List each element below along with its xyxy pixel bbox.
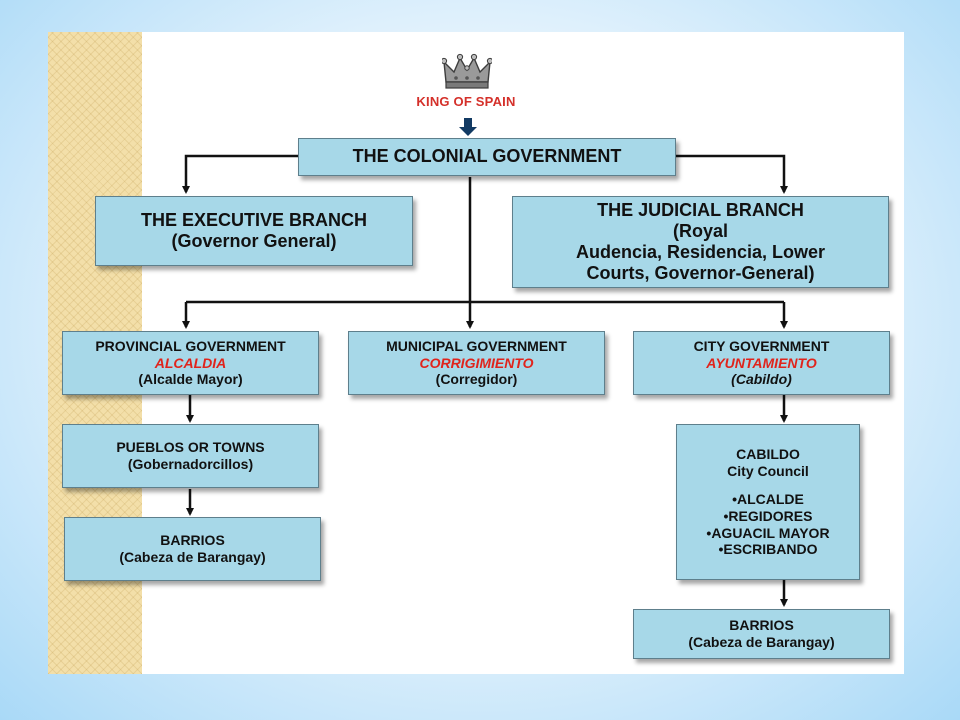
barrios-right-title: BARRIOS [729,617,794,634]
provincial-name: ALCALDIA [154,354,227,371]
executive-branch-title: THE EXECUTIVE BRANCH [140,209,368,230]
municipal-title: MUNICIPAL GOVERNMENT [386,338,567,355]
colonial-government-title: THE COLONIAL GOVERNMENT [352,146,622,167]
judicial-branch-line3: Courts, Governor-General) [586,263,815,284]
cabildo-item: •ESCRIBANDO [718,541,818,558]
provincial-sub: (Alcalde Mayor) [138,371,243,388]
barrios-left-title: BARRIOS [160,532,225,549]
barrios-left-box: BARRIOS (Cabeza de Barangay) [64,517,321,581]
city-sub: (Cabildo) [731,371,792,388]
executive-branch-sub: (Governor General) [171,231,337,251]
city-government-box: CITY GOVERNMENT AYUNTAMIENTO (Cabildo) [633,331,890,395]
cabildo-box: CABILDO City Council •ALCALDE •REGIDORES… [676,424,860,580]
city-name: AYUNTAMIENTO [706,354,817,371]
pueblos-box: PUEBLOS OR TOWNS (Gobernadorcillos) [62,424,319,488]
cabildo-item: •REGIDORES [723,508,813,524]
slide: KING OF SPAIN THE COLONIAL GOVERNMENT TH… [48,32,904,674]
barrios-right-sub: (Cabeza de Barangay) [688,634,835,650]
judicial-branch-line2: Audencia, Residencia, Lower [575,242,826,262]
barrios-right-box: BARRIOS (Cabeza de Barangay) [633,609,890,659]
municipal-government-box: MUNICIPAL GOVERNMENT CORRIGIMIENTO (Corr… [348,331,605,395]
cabildo-item: •ALCALDE [732,491,804,508]
cabildo-item: •AGUACIL MAYOR [706,524,830,541]
king-of-spain-label: KING OF SPAIN [416,94,516,109]
judicial-branch-box: THE JUDICIAL BRANCH (Royal Audencia, Res… [512,196,889,288]
municipal-name: CORRIGIMIENTO [419,354,534,371]
crown-icon [442,53,492,89]
judicial-branch-title: THE JUDICIAL BRANCH [597,199,804,220]
provincial-government-box: PROVINCIAL GOVERNMENT ALCALDIA (Alcalde … [62,331,319,395]
provincial-title: PROVINCIAL GOVERNMENT [95,338,286,355]
cabildo-sub: City Council [727,462,809,479]
pueblos-sub: (Gobernadorcillos) [127,456,254,472]
king-arrow [459,118,477,136]
barrios-left-sub: (Cabeza de Barangay) [119,549,266,565]
executive-branch-box: THE EXECUTIVE BRANCH (Governor General) [95,196,413,266]
connector-lines [182,118,788,607]
cabildo-title: CABILDO [736,446,800,463]
pueblos-title: PUEBLOS OR TOWNS [116,439,265,456]
colonial-government-box: THE COLONIAL GOVERNMENT [298,138,676,176]
city-title: CITY GOVERNMENT [693,338,830,355]
municipal-sub: (Corregidor) [435,371,518,388]
judicial-branch-line1: (Royal [672,220,728,241]
